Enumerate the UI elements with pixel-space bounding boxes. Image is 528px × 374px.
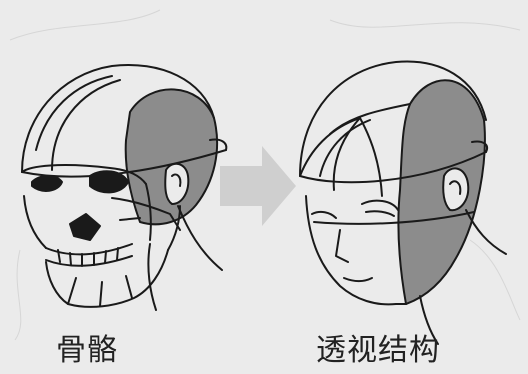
skull-side-plane <box>124 88 219 226</box>
head-eye-right <box>361 199 399 211</box>
head-ear <box>442 167 470 212</box>
skull-nose <box>69 213 101 241</box>
head-face <box>305 195 407 306</box>
head-nose <box>335 229 349 263</box>
skull-drawing <box>21 64 228 311</box>
skull-jaw <box>45 249 169 308</box>
skull-eye-left <box>31 175 63 192</box>
head-cranium <box>299 60 487 177</box>
skull-neck <box>177 205 223 271</box>
skull-ear <box>164 162 190 205</box>
head-mouth <box>343 277 373 282</box>
skull-cranium <box>21 64 215 173</box>
caption-skeleton: 骨骼 <box>56 333 118 368</box>
head-drawing <box>299 60 507 345</box>
head-side-plane <box>397 79 486 305</box>
head-guide-ring <box>299 151 487 184</box>
arrow-right-icon <box>220 146 296 226</box>
skull-eye-right <box>89 170 129 194</box>
background-sketch <box>9 9 521 341</box>
caption-perspective-structure: 透视结构 <box>316 333 440 368</box>
head-eye-left <box>311 210 337 219</box>
head-neck <box>465 209 507 255</box>
skull-upper-teeth <box>45 243 133 256</box>
